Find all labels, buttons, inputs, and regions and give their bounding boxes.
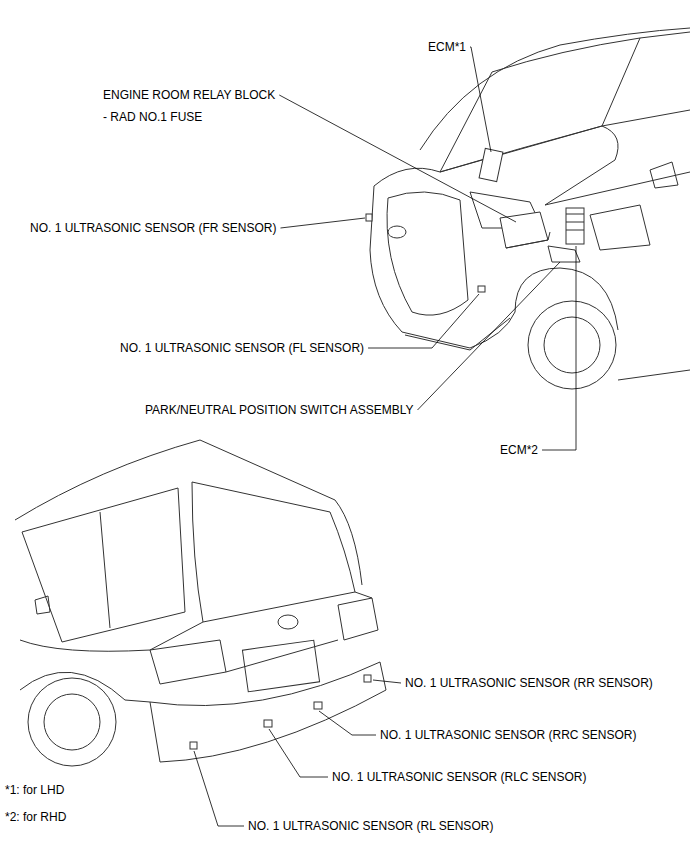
body-line (278, 615, 298, 629)
body-line (22, 488, 185, 642)
part-label: NO. 1 ULTRASONIC SENSOR (RRC SENSOR) (380, 728, 636, 742)
body-line (387, 192, 468, 315)
note-text: - RAD NO.1 FUSE (103, 110, 202, 124)
body-line (150, 640, 226, 684)
leader-line (470, 47, 491, 152)
wheel-outline (44, 694, 100, 750)
part-label: NO. 1 ULTRASONIC SENSOR (RR SENSOR) (405, 676, 653, 690)
component-symbol (366, 214, 372, 221)
component-symbol (314, 702, 322, 709)
leader-line (542, 246, 576, 450)
body-line (506, 232, 550, 248)
part-label: NO. 1 ULTRASONIC SENSOR (FL SENSOR) (120, 341, 364, 355)
body-line (405, 318, 510, 350)
body-line (35, 596, 50, 614)
body-line (618, 370, 690, 380)
part-label: NO. 1 ULTRASONIC SENSOR (FR SENSOR) (30, 221, 276, 235)
body-line (650, 162, 678, 188)
part-label: NO. 1 ULTRASONIC SENSOR (RLC SENSOR) (332, 770, 586, 784)
body-line (566, 214, 584, 230)
front-vehicle (366, 28, 690, 389)
body-line (548, 246, 580, 262)
note-text: *2: for RHD (5, 810, 66, 824)
leader-line (368, 294, 479, 348)
body-line (192, 482, 355, 622)
note-text: *1: for LHD (5, 783, 64, 797)
body-line (150, 662, 386, 762)
part-label: NO. 1 ULTRASONIC SENSOR (RL SENSOR) (248, 819, 493, 833)
body-line (226, 640, 338, 672)
leader-line (418, 262, 561, 410)
body-line (640, 32, 690, 38)
body-line (125, 700, 150, 702)
part-label: ECM*1 (428, 40, 466, 54)
component-symbol (364, 675, 371, 682)
component-symbol (242, 640, 319, 692)
leader-line (194, 751, 244, 826)
component-symbol (566, 208, 584, 244)
wheel-outline (528, 301, 616, 389)
body-line (355, 592, 372, 598)
rear-vehicle (15, 440, 386, 766)
body-line (20, 672, 125, 700)
body-line (388, 226, 406, 238)
wheel-outline (544, 317, 600, 373)
leader-line (319, 711, 376, 735)
body-line (100, 512, 110, 628)
leader-line (280, 218, 365, 228)
part-label: ECM*2 (500, 443, 538, 457)
body-line (440, 38, 640, 172)
component-symbol (190, 742, 197, 749)
part-label: ENGINE ROOM RELAY BLOCK (103, 88, 275, 102)
body-line (515, 268, 618, 330)
component-symbol (264, 720, 272, 727)
leader-line (373, 680, 401, 683)
body-line (150, 622, 203, 650)
body-line (20, 640, 150, 651)
wheel-outline (28, 678, 116, 766)
component-symbol (479, 148, 503, 181)
body-line (602, 110, 690, 126)
body-line (338, 598, 378, 640)
body-line (545, 172, 690, 205)
leader-line (269, 729, 328, 777)
body-line (15, 440, 362, 585)
part-label: PARK/NEUTRAL POSITION SWITCH ASSEMBLY (145, 403, 414, 417)
component-symbol (478, 286, 485, 292)
body-line (590, 205, 650, 250)
leader-line (279, 95, 516, 222)
body-line (370, 186, 515, 348)
